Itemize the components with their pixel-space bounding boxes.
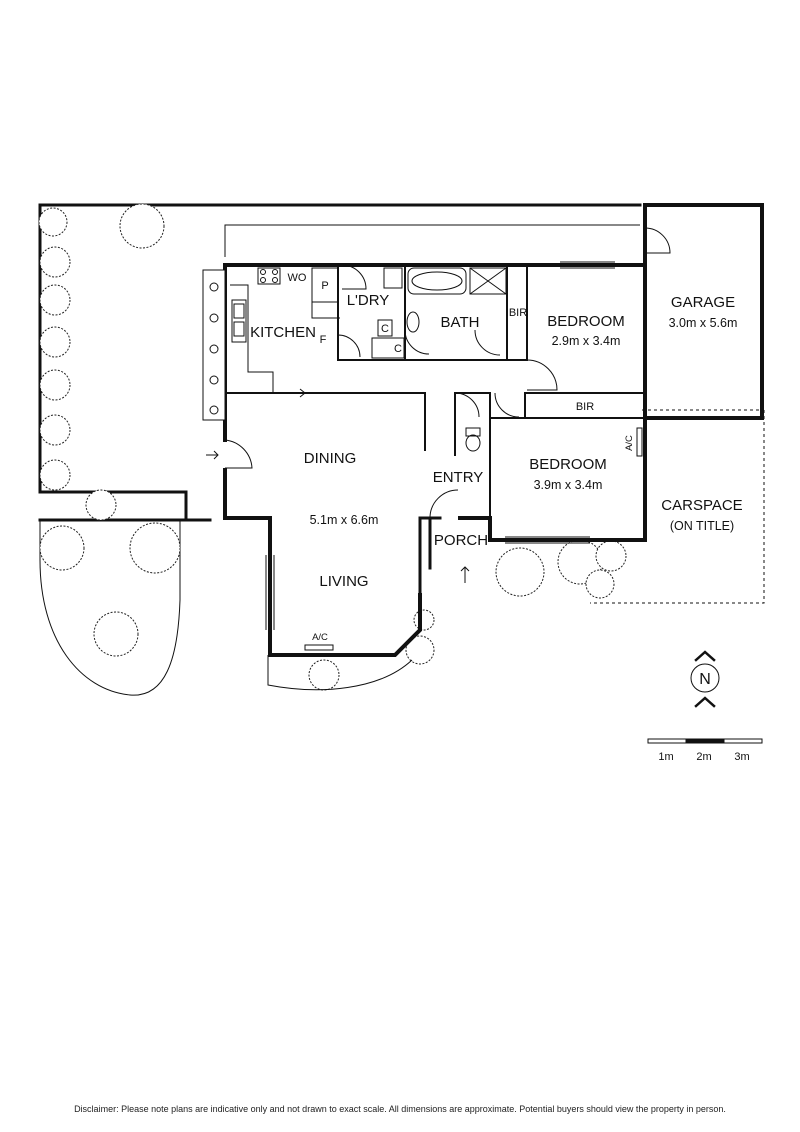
scale-label-1m: 1m [658,751,673,763]
tree [39,284,71,316]
north-arrow-label: N [699,671,711,688]
living-dims: 5.1m x 6.6m [310,513,379,527]
bedroom2-name: BEDROOM [529,456,607,473]
garage-name: GARAGE [671,294,735,311]
windows [202,261,615,630]
tree [39,525,85,571]
bedroom1-name: BEDROOM [547,313,625,330]
tree [93,611,139,657]
carspace-note: (ON TITLE) [670,519,734,533]
disclaimer-text: Disclaimer: Please note plans are indica… [74,1104,726,1114]
tree [39,326,71,358]
fixtures [231,267,643,651]
tree [495,547,545,597]
entry-name: ENTRY [433,469,484,486]
bedroom2-dims: 3.9m x 3.4m [534,478,603,492]
cupboard-label-1: C [381,323,389,335]
north-arrow: N [690,650,720,708]
tree [119,203,165,249]
living-name: LIVING [319,573,368,590]
tree [39,246,71,278]
bir-label-top: BIR [509,307,527,319]
ac-label-bedroom: A/C [624,435,635,451]
fridge-label: F [320,334,327,346]
tree [595,540,627,572]
internal-walls [224,264,646,519]
tree [129,522,181,574]
pantry-label: P [321,280,328,292]
garden-trees [38,203,627,691]
room-labels: GARAGE 3.0m x 5.6m BEDROOM 2.9m x 3.4m B… [250,292,743,590]
garage-dims: 3.0m x 5.6m [669,316,738,330]
tree [39,459,71,491]
dining-name: DINING [304,450,357,467]
cupboard-label-2: C [394,343,402,355]
tree [39,369,71,401]
tree [585,569,615,599]
kitchen-name: KITCHEN [250,324,316,341]
tree [413,609,435,631]
scale-label-2m: 2m [696,751,711,763]
laundry-name: L'DRY [347,292,390,309]
tree [39,414,71,446]
tree [85,489,117,521]
garden-boundary [38,203,765,696]
porch-name: PORCH [434,532,488,549]
fixture-labels: WO P F C C BIR BIR A/C A/C [288,272,635,643]
bir-label-mid: BIR [576,401,594,413]
bath-name: BATH [441,314,480,331]
scale-label-3m: 3m [734,751,749,763]
tree [308,659,340,691]
entry-arrows [206,388,470,583]
carspace-name: CARSPACE [661,497,742,514]
ac-label-living: A/C [312,632,328,643]
wo-label: WO [288,272,307,284]
scale-bar: 1m 2m 3m [647,738,763,763]
bedroom1-dims: 2.9m x 3.4m [552,334,621,348]
tree [38,207,68,237]
tree [405,635,435,665]
doors [224,227,671,519]
